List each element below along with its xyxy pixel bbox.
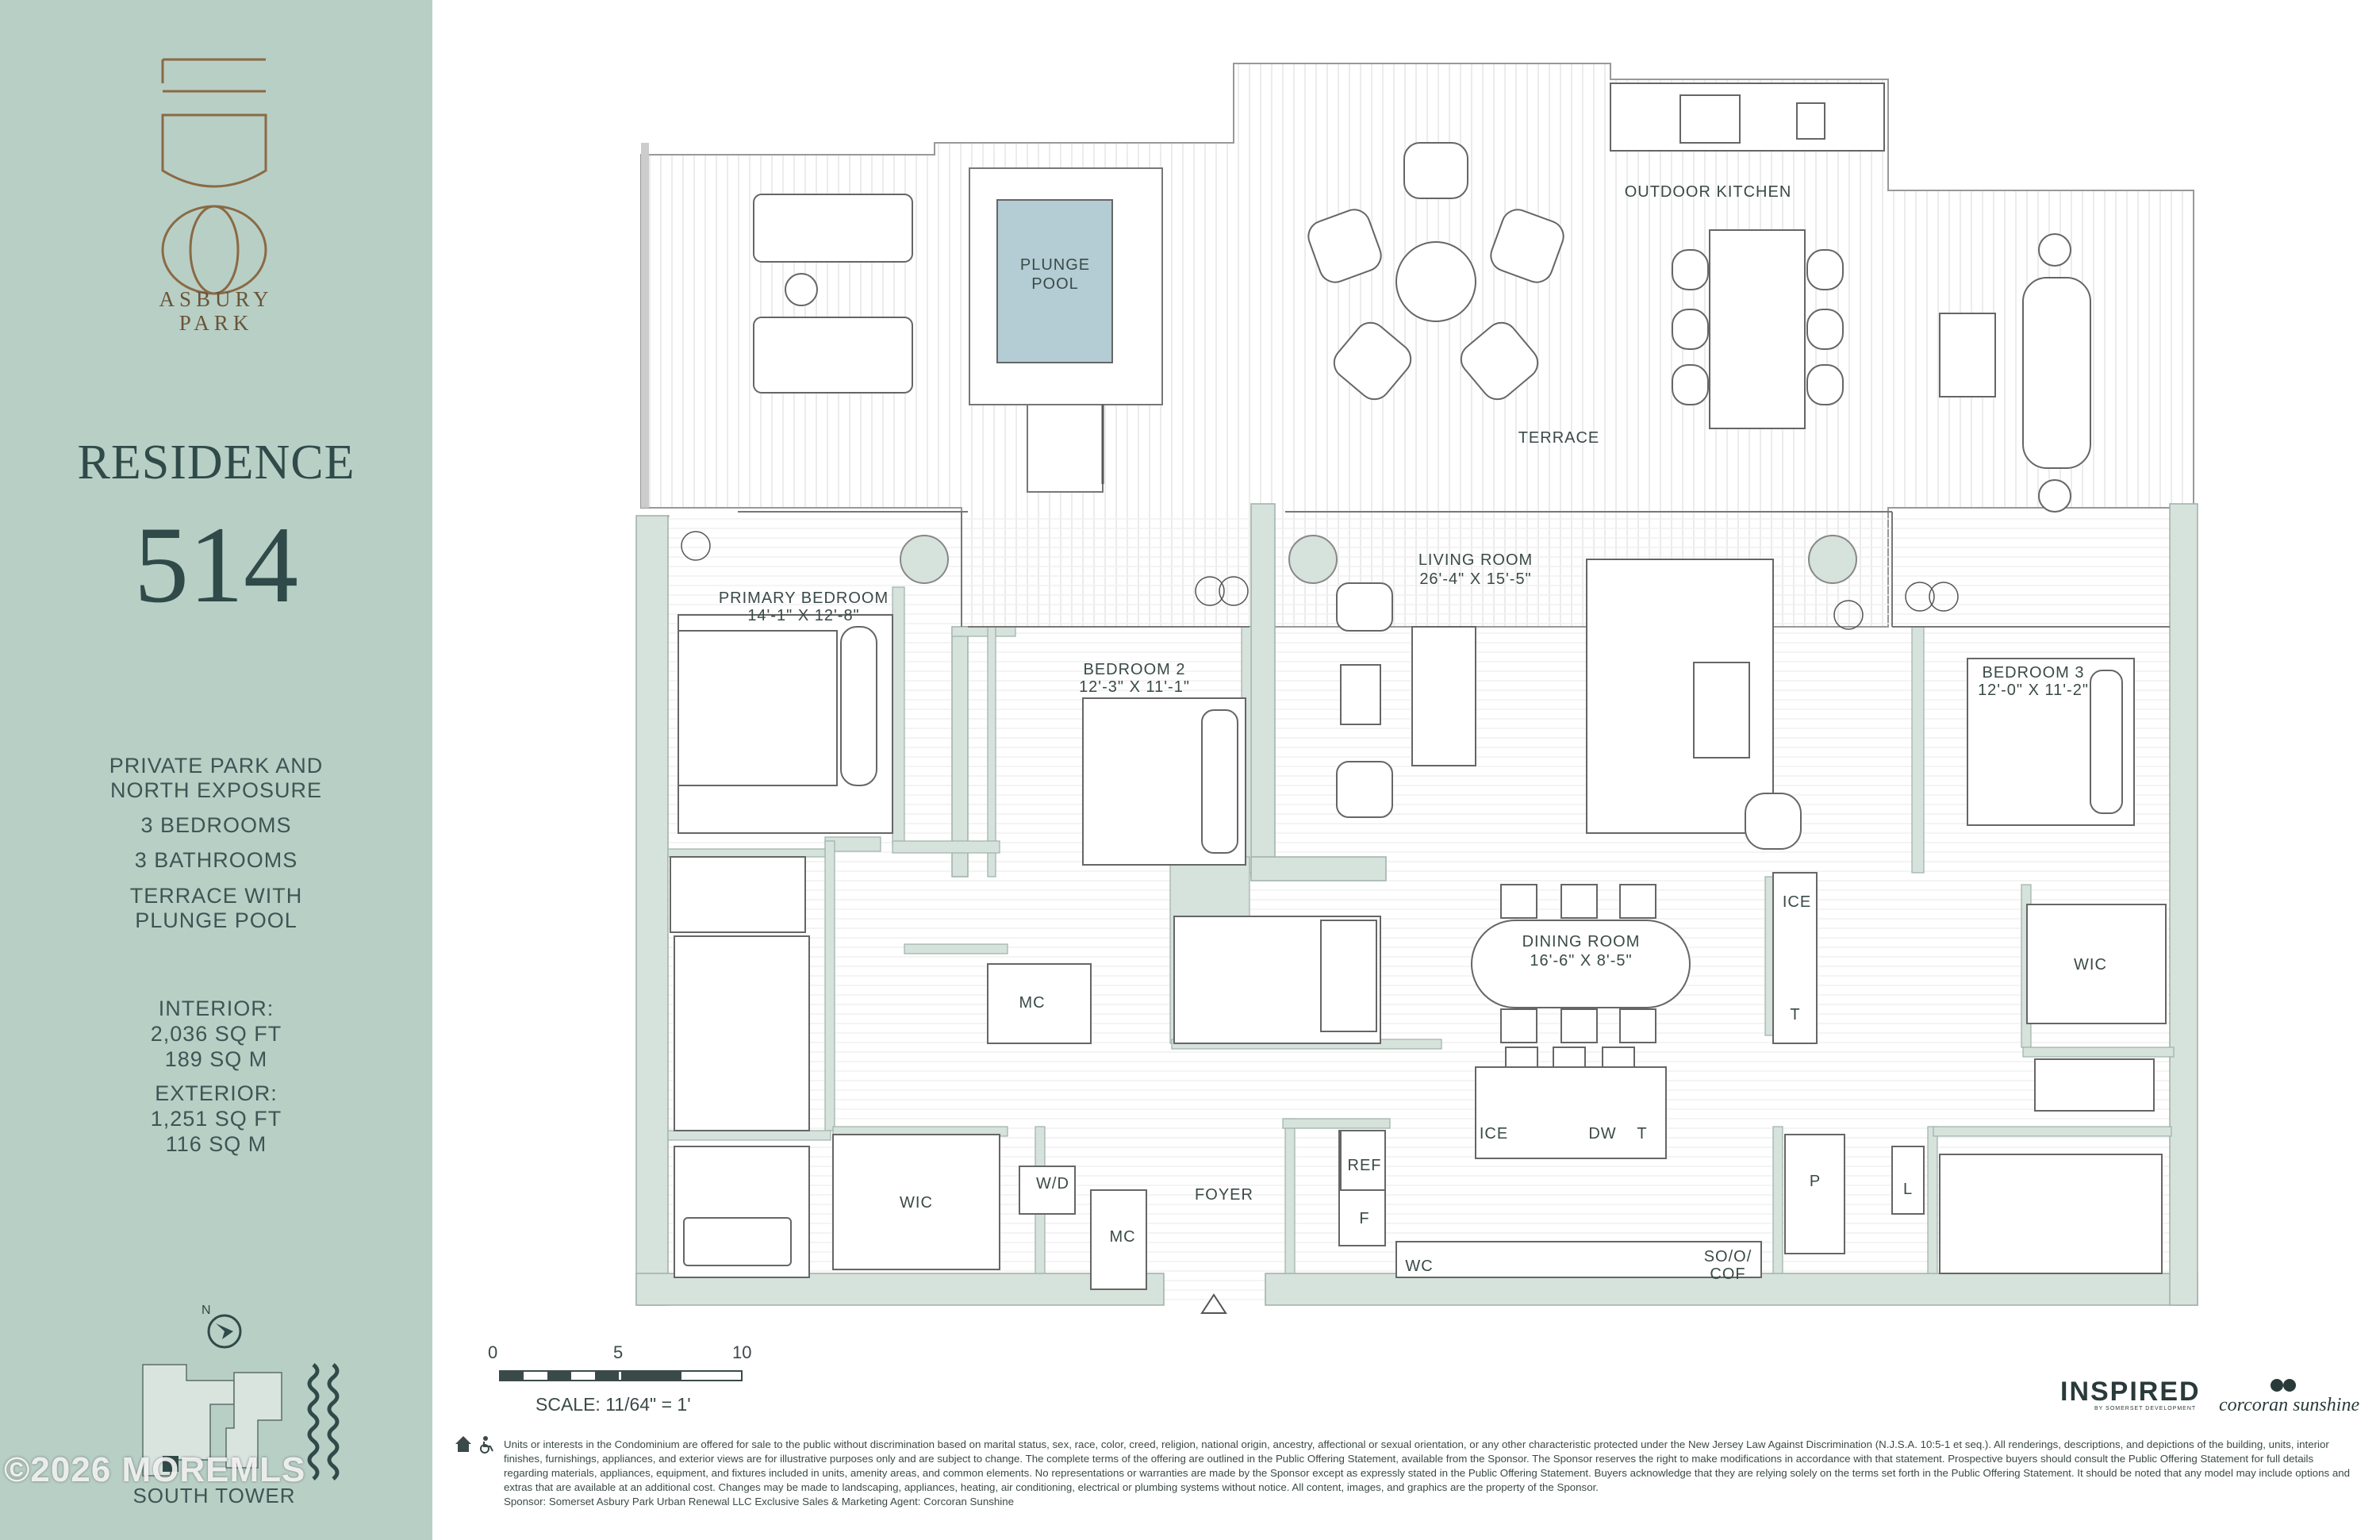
label-wic: WIC — [900, 1194, 933, 1212]
label-f: F — [1359, 1210, 1369, 1227]
feature-line: 3 BATHROOMS — [134, 848, 298, 872]
dining-table — [1471, 884, 1691, 1043]
label-plunge-pool-2: POOL — [1031, 275, 1079, 293]
label-p: P — [1810, 1173, 1821, 1190]
label-so-o-cof: SO/O/ — [1704, 1248, 1752, 1265]
label-mc: MC — [1019, 994, 1045, 1012]
label-living-room: LIVING ROOM — [1418, 551, 1533, 569]
tower-label: SOUTH TOWER — [132, 1484, 296, 1507]
room-labels: OUTDOOR KITCHEN PLUNGE POOL TERRACE LIVI… — [719, 183, 2107, 1283]
watermark: ©2026 MOREMLS — [4, 1450, 306, 1489]
label-ice: ICE — [1783, 893, 1811, 911]
label-l: L — [1903, 1181, 1913, 1198]
compass-icon: N — [202, 1304, 242, 1349]
inspired-logo: INSPIRED — [2060, 1377, 2201, 1407]
feature-line: TERRACE WITH — [129, 884, 303, 908]
residence-title: RESIDENCE — [77, 436, 355, 490]
corcoran-logo-icon — [2271, 1379, 2296, 1392]
brand-sub-line2: PARK — [178, 311, 254, 335]
beds — [678, 614, 2135, 866]
bathroom-fixtures — [670, 856, 2163, 1278]
disclaimer-text: Units or interests in the Condominium ar… — [504, 1438, 2351, 1493]
outdoor-kitchen — [1610, 83, 2091, 513]
label-bedroom3: BEDROOM 3 — [1982, 664, 2084, 682]
feature-line: PRIVATE PARK AND — [109, 754, 324, 778]
planter-pots — [900, 535, 1857, 584]
label-ref: REF — [1348, 1157, 1382, 1174]
interior-sqm: 189 SQ M — [164, 1047, 268, 1071]
lido-logo — [161, 58, 267, 295]
interior-label: INTERIOR: — [158, 997, 274, 1020]
label-bedroom2: BEDROOM 2 — [1083, 661, 1185, 678]
scale-tick-0: 0 — [488, 1342, 497, 1362]
sponsor-line: Sponsor: Somerset Asbury Park Urban Rene… — [504, 1496, 1015, 1507]
compass-label: N — [202, 1304, 211, 1317]
plant-icons — [681, 531, 1959, 630]
scale-label: SCALE: 11/64" = 1' — [536, 1394, 691, 1415]
entry-marker-icon — [1200, 1293, 1227, 1314]
label-plunge-pool-1: PLUNGE — [1020, 256, 1090, 274]
equal-housing-icon — [455, 1436, 493, 1454]
feature-line: PLUNGE POOL — [135, 908, 298, 932]
residence-number: 514 — [134, 504, 298, 625]
exterior-label: EXTERIOR: — [155, 1081, 278, 1105]
scale-bar: 0 5 10 — [488, 1342, 751, 1381]
exterior-sqm: 116 SQ M — [165, 1132, 267, 1156]
label-outdoor-kitchen: OUTDOOR KITCHEN — [1625, 183, 1792, 201]
label-wic: WIC — [2074, 956, 2107, 974]
label-primary-bedroom: PRIMARY BEDROOM — [719, 590, 889, 607]
closets — [832, 904, 2167, 1290]
label-terrace: TERRACE — [1518, 429, 1600, 447]
label-living-room-dim: 26'-4" X 15'-5" — [1419, 570, 1531, 588]
outdoor-round-table — [1307, 142, 1564, 401]
label-t: T — [1790, 1006, 1800, 1023]
label-dw: DW — [1588, 1125, 1616, 1143]
feature-line: 3 BEDROOMS — [140, 813, 292, 837]
label-bedroom2-dim: 12'-3" X 11'-1" — [1079, 678, 1190, 696]
loungers — [753, 194, 913, 394]
scale-tick-10: 10 — [732, 1342, 751, 1362]
label-t: T — [1637, 1125, 1647, 1143]
exterior-walls — [635, 503, 2198, 1306]
corcoran-sunshine-logo: corcoran sunshine — [2219, 1395, 2360, 1415]
label-dining-room: DINING ROOM — [1522, 933, 1641, 950]
label-primary-bedroom-dim: 14'-1" X 12'-8" — [747, 607, 859, 624]
inspired-sub: BY SOMERSET DEVELOPMENT — [2094, 1406, 2197, 1411]
railings — [738, 511, 2170, 628]
label-mc: MC — [1109, 1228, 1135, 1246]
key-plan-diagram — [142, 1363, 340, 1480]
living-furniture — [1336, 559, 1802, 850]
exterior-sqft: 1,251 SQ FT — [150, 1107, 282, 1131]
scale-tick-5: 5 — [613, 1342, 623, 1362]
interior-sqft: 2,036 SQ FT — [150, 1022, 282, 1046]
brand-sub-line1: ASBURY — [159, 287, 274, 311]
label-wd: W/D — [1036, 1175, 1069, 1192]
label-bedroom3-dim: 12'-0" X 11'-2" — [1978, 682, 2089, 699]
label-so-o-cof: COF — [1710, 1265, 1745, 1283]
legal-disclaimer: Units or interests in the Condominium ar… — [504, 1438, 2352, 1509]
plunge-pool — [969, 167, 1163, 493]
feature-line: NORTH EXPOSURE — [109, 778, 323, 802]
label-ice: ICE — [1480, 1125, 1508, 1143]
label-foyer: FOYER — [1195, 1186, 1253, 1204]
label-wc: WC — [1405, 1258, 1433, 1275]
label-dining-room-dim: 16'-6" X 8'-5" — [1530, 952, 1632, 970]
sidebar — [0, 0, 432, 1540]
floor-plan: OUTDOOR KITCHEN PLUNGE POOL TERRACE LIVI… — [635, 63, 2198, 1314]
